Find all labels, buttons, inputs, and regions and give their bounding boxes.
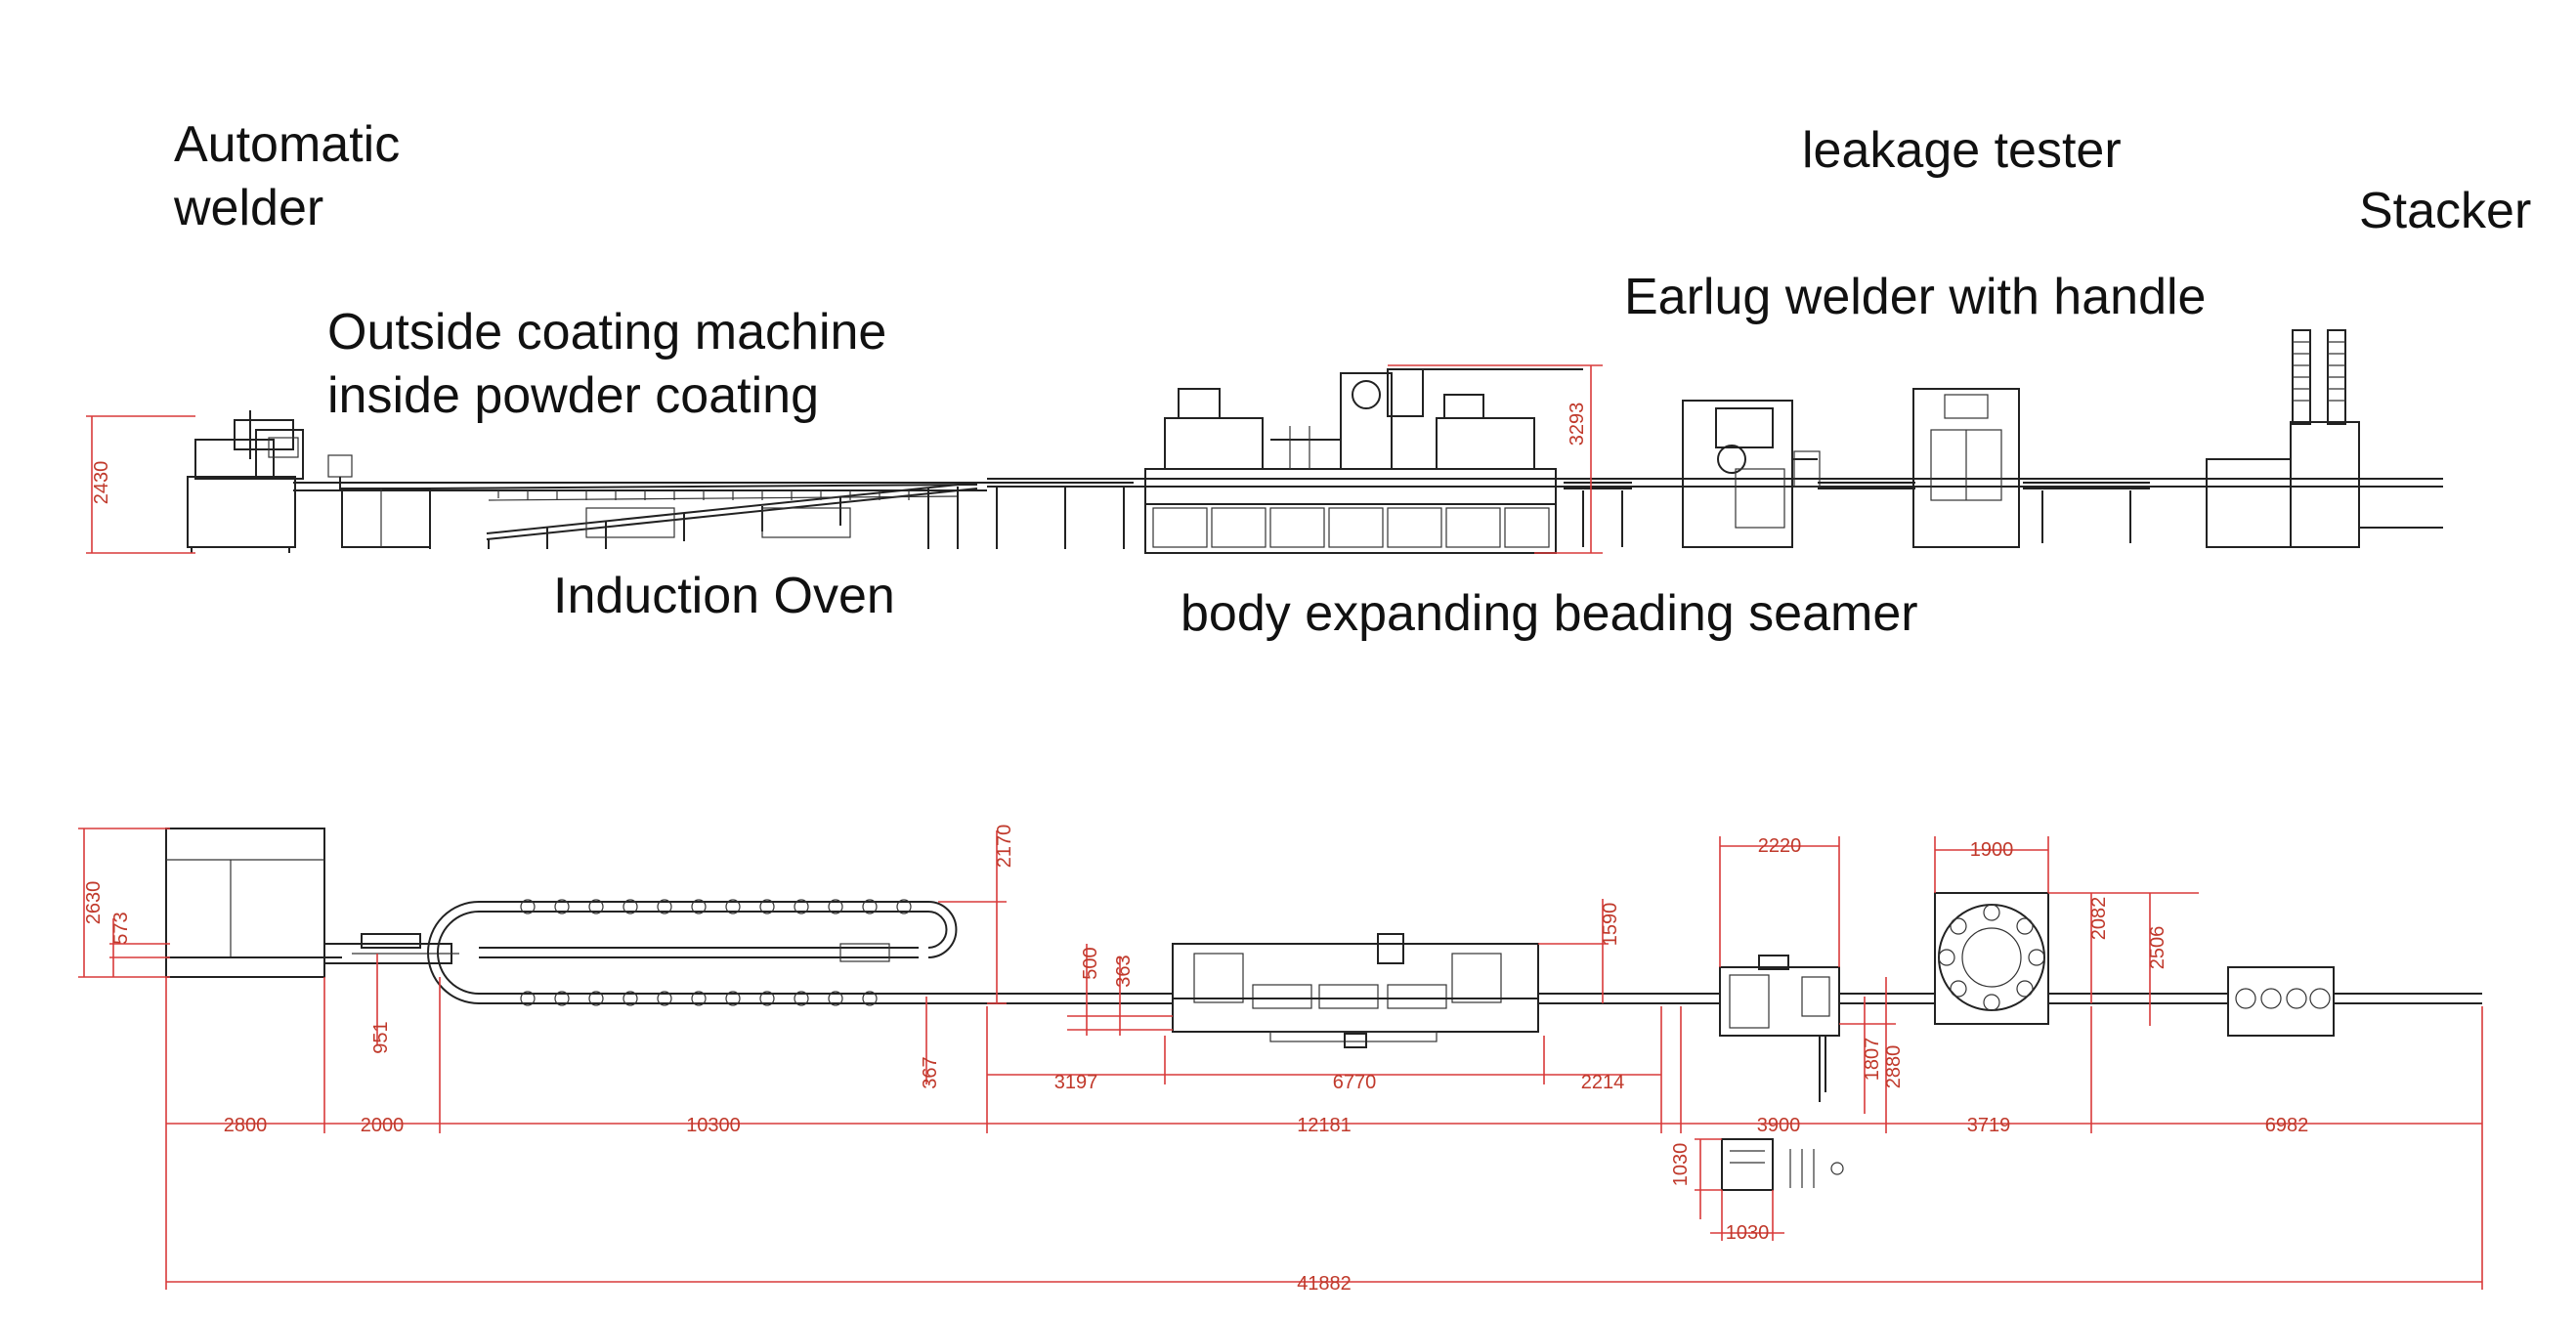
plan-dim-1807: 1807 (1862, 1038, 1883, 1082)
plan-induction-oven-loop (427, 899, 987, 1006)
plan-dim-2800: 2800 (224, 1115, 268, 1136)
plan-dim-363: 363 (1113, 955, 1135, 987)
plan-dim-6770: 6770 (1333, 1072, 1377, 1093)
plan-dim-2082: 2082 (2088, 897, 2110, 941)
automatic-welder-machine (187, 410, 304, 553)
plan-dim-951: 951 (370, 1021, 392, 1053)
plan-dim-2214: 2214 (1581, 1072, 1625, 1093)
plan-dim-2000: 2000 (361, 1115, 405, 1136)
plan-dim-12181: 12181 (1297, 1115, 1352, 1136)
elev-dim-2430: 2430 (91, 461, 112, 505)
plan-control-cabinet (1721, 1138, 1844, 1191)
plan-infeed (323, 933, 459, 964)
plan-body-expanding-seamer (1172, 933, 1539, 1048)
plan-dim-2506: 2506 (2147, 926, 2168, 970)
label-earlug-welder: Earlug welder with handle (1624, 269, 2207, 325)
plan-leakage-tester (1934, 892, 2049, 1025)
plan-dim-1590: 1590 (1600, 903, 1621, 947)
plan-stacker (2227, 966, 2482, 1037)
plan-dim-2170: 2170 (994, 825, 1015, 869)
plan-dimensions: 2630 573 951 2170 500 363 (78, 825, 2483, 1295)
plan-dim-573: 573 (110, 912, 132, 944)
plan-dim-500: 500 (1080, 947, 1101, 979)
elevation-view: 2430 3293 (86, 329, 2443, 554)
plan-dim-6982: 6982 (2265, 1115, 2309, 1136)
plan-dim-1900: 1900 (1970, 839, 2014, 861)
plan-dim-3719: 3719 (1967, 1115, 2011, 1136)
label-leakage-tester: leakage tester (1802, 122, 2122, 179)
welder-footprint (165, 828, 325, 978)
outside-coating-machine (327, 454, 431, 548)
plan-dim-1030-vertical: 1030 (1670, 1143, 1692, 1187)
plan-earlug-welder (1719, 955, 1840, 1102)
plan-view: 2630 573 951 2170 500 363 (78, 825, 2483, 1295)
plan-dim-2220: 2220 (1758, 835, 1802, 857)
plan-dim-3900: 3900 (1757, 1115, 1801, 1136)
elev-dim-3293: 3293 (1567, 403, 1588, 446)
body-expanding-seamer-machine (1144, 368, 1583, 554)
label-induction-oven: Induction Oven (553, 568, 895, 624)
elevation-dimensions: 2430 3293 (86, 364, 1603, 554)
induction-oven-conveyor (419, 482, 978, 549)
label-body-expanding-seamer: body expanding beading seamer (1181, 585, 1918, 642)
stacker-machine (2206, 329, 2443, 548)
plan-dim-367: 367 (920, 1056, 941, 1088)
earlug-welder-machine (1682, 400, 1821, 548)
plan-dim-41882-overall: 41882 (1297, 1273, 1352, 1295)
leakage-tester-machine (1912, 388, 2020, 548)
plan-dim-10300: 10300 (686, 1115, 741, 1136)
label-stacker: Stacker (2359, 183, 2532, 239)
plan-dim-2630: 2630 (83, 881, 105, 925)
plan-dim-3197: 3197 (1054, 1072, 1098, 1093)
plan-dim-2880: 2880 (1883, 1045, 1905, 1089)
plan-dim-1030-horizontal: 1030 (1726, 1222, 1770, 1244)
